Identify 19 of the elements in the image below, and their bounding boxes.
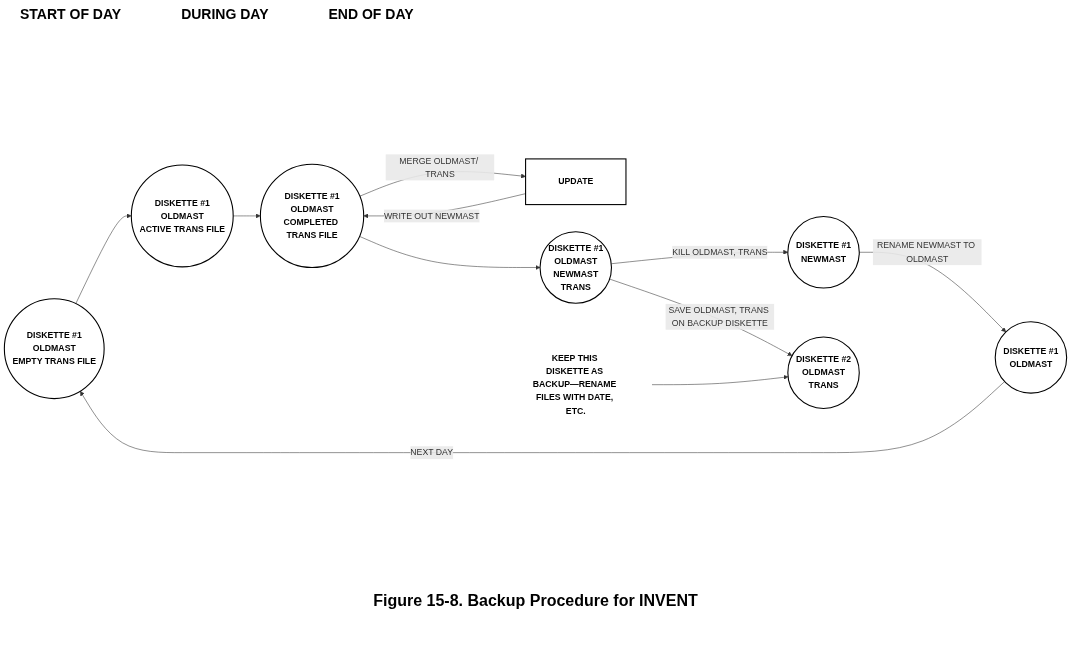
- node-circle: DISKETTE #1 OLDMAST COMPLETED TRANS FILE: [259, 163, 365, 269]
- column-heading: DURING DAY: [181, 6, 269, 22]
- edge-label: SAVE OLDMAST, TRANS ON BACKUP DISKETTE: [668, 305, 769, 328]
- edge-label: NEXT DAY: [410, 448, 454, 458]
- figure-caption: Figure 15-8. Backup Procedure for INVENT: [372, 592, 699, 610]
- node-circle: DISKETTE #1 OLDMAST: [994, 321, 1068, 394]
- edge-label: WRITE OUT NEWMAST: [383, 211, 480, 221]
- node-circle: DISKETTE #1 OLDMAST ACTIVE TRANS FILE: [130, 164, 234, 268]
- column-heading: END OF DAY: [328, 6, 414, 22]
- node-text: KEEP THIS DISKETTE AS BACKUP—RENAME FILES WITH DATE, ETC.: [532, 353, 617, 416]
- node-circle: DISKETTE #1 NEWMAST: [787, 216, 860, 289]
- node-box: UPDATE: [525, 158, 627, 206]
- node-circle: DISKETTE #1 OLDMAST EMPTY TRANS FILE: [3, 298, 105, 400]
- column-heading: START OF DAY: [20, 6, 122, 22]
- node-circle: DISKETTE #1 OLDMAST NEWMAST TRANS: [539, 231, 613, 304]
- edge-label: RENAME NEWMAST TO OLDMAST: [876, 241, 976, 264]
- edge-label: MERGE OLDMAST/ TRANS: [399, 156, 479, 179]
- edge-label: KILL OLDMAST, TRANS: [672, 247, 768, 257]
- node-circle: DISKETTE #2 OLDMAST TRANS: [787, 336, 860, 410]
